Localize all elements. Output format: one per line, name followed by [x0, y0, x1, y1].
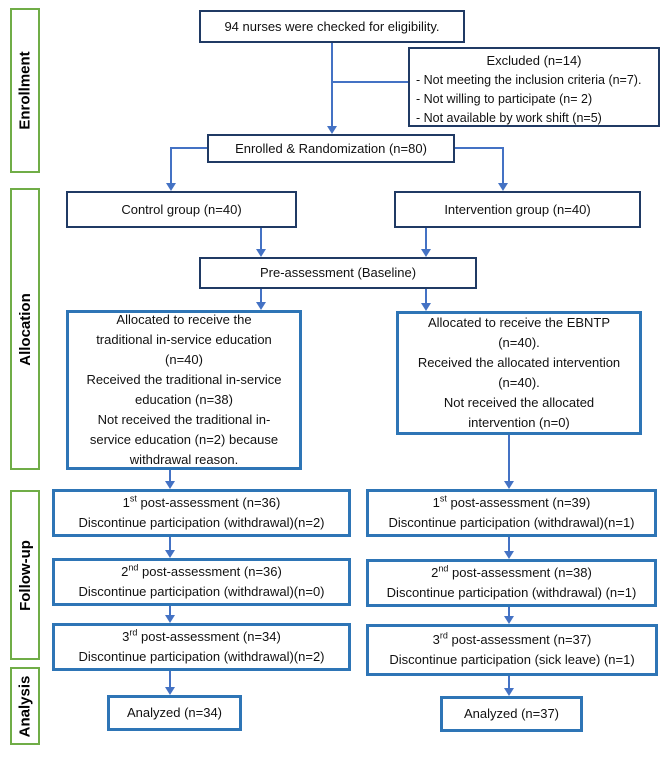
allocation-control-line: Allocated to receive the	[116, 312, 252, 327]
followup1-intervention-line1: 1st post-assessment (n=39)	[432, 493, 591, 510]
followup3-intervention-line2: Discontinue participation (sick leave) (…	[389, 652, 635, 667]
allocation-intervention-line: Allocated to receive the EBNTP	[427, 315, 611, 330]
stage-followup: Follow-up	[10, 490, 40, 660]
followup3-control-line2: Discontinue participation (withdrawal)(n…	[78, 649, 325, 664]
connector-pre-to-alloc-left	[260, 289, 262, 302]
arrowhead-control	[166, 183, 176, 191]
arrowhead-analyzed-right	[504, 688, 514, 696]
connector-control-to-pre	[260, 228, 262, 249]
connector-to-intervention	[502, 147, 504, 183]
connector-eligibility-to-enrolled	[331, 43, 333, 126]
allocation-intervention-box: Allocated to receive the EBNTP (n=40). R…	[396, 311, 642, 435]
followup2-control-line2: Discontinue participation (withdrawal)(n…	[78, 584, 325, 599]
followup1-intervention-line2: Discontinue participation (withdrawal)(n…	[388, 515, 635, 530]
stage-allocation-label: Allocation	[16, 292, 34, 366]
allocation-intervention-line: intervention (n=0)	[468, 415, 570, 430]
connector-to-excluded	[332, 81, 408, 83]
pre-assessment-box: Pre-assessment (Baseline)	[199, 257, 477, 289]
followup1-intervention-box: 1st post-assessment (n=39) Discontinue p…	[366, 489, 657, 537]
connector-alloc-to-fu1-right	[508, 435, 510, 481]
allocation-intervention-line: Not received the allocated	[443, 395, 595, 410]
enrolled-text: Enrolled & Randomization (n=80)	[235, 140, 427, 156]
allocation-intervention-line: (n=40).	[498, 375, 540, 390]
arrowhead-fu1-left	[165, 481, 175, 489]
arrowhead-pre-left	[256, 249, 266, 257]
stage-analysis-label: Analysis	[16, 675, 34, 737]
analyzed-control-text: Analyzed (n=34)	[126, 705, 223, 720]
allocation-control-line: (n=40)	[165, 352, 203, 367]
pre-assessment-text: Pre-assessment (Baseline)	[259, 265, 417, 280]
allocation-intervention-line: Received the allocated intervention	[417, 355, 621, 370]
followup3-control-box: 3rd post-assessment (n=34) Discontinue p…	[52, 623, 351, 671]
connector-pre-to-alloc-right	[425, 289, 427, 303]
excluded-item: - Not available by work shift (n=5)	[416, 111, 602, 125]
followup2-intervention-box: 2nd post-assessment (n=38) Discontinue p…	[366, 559, 657, 607]
eligibility-text: 94 nurses were checked for eligibility.	[224, 18, 440, 34]
followup2-control-box: 2nd post-assessment (n=36) Discontinue p…	[52, 558, 351, 606]
stage-enrollment-label: Enrollment	[16, 51, 34, 130]
allocation-control-line: withdrawal reason.	[129, 452, 239, 467]
allocation-control-box: Allocated to receive the traditional in-…	[66, 310, 302, 470]
arrowhead-fu3-right	[504, 616, 514, 624]
followup2-intervention-line2: Discontinue participation (withdrawal) (…	[386, 585, 637, 600]
connector-fu1-to-fu2-left	[169, 537, 171, 550]
excluded-box: Excluded (n=14) - Not meeting the inclus…	[408, 47, 660, 127]
arrowhead-fu1-right	[504, 481, 514, 489]
allocation-control-line: service education (n=2) because	[89, 432, 279, 447]
connector-alloc-to-fu1-left	[169, 470, 171, 481]
allocation-control-line: traditional in-service education	[96, 332, 272, 347]
analyzed-control-box: Analyzed (n=34)	[107, 695, 242, 731]
arrowhead-fu2-right	[504, 551, 514, 559]
connector-enrolled-left-branch	[171, 147, 207, 149]
connector-fu3-to-analyzed-right	[508, 676, 510, 688]
excluded-item: - Not willing to participate (n= 2)	[416, 92, 593, 106]
enrolled-box: Enrolled & Randomization (n=80)	[207, 134, 455, 163]
eligibility-box: 94 nurses were checked for eligibility.	[199, 10, 465, 43]
arrowhead-fu2-left	[165, 550, 175, 558]
connector-fu1-to-fu2-right	[508, 537, 510, 551]
connector-intervention-to-pre	[425, 228, 427, 249]
analyzed-intervention-text: Analyzed (n=37)	[463, 706, 560, 721]
followup1-control-line2: Discontinue participation (withdrawal)(n…	[78, 515, 325, 530]
excluded-title: Excluded (n=14)	[486, 53, 582, 68]
arrowhead-intervention	[498, 183, 508, 191]
excluded-item: - Not meeting the inclusion criteria (n=…	[416, 73, 642, 87]
intervention-group-text: Intervention group (n=40)	[444, 201, 591, 217]
followup3-intervention-line1: 3rd post-assessment (n=37)	[432, 630, 592, 647]
stage-allocation: Allocation	[10, 188, 40, 470]
connector-to-control	[170, 147, 172, 183]
followup1-control-line1: 1st post-assessment (n=36)	[122, 493, 281, 510]
stage-analysis: Analysis	[10, 667, 40, 745]
connector-fu2-to-fu3-right	[508, 607, 510, 616]
arrowhead-fu3-left	[165, 615, 175, 623]
arrowhead-pre-right	[421, 249, 431, 257]
followup3-control-line1: 3rd post-assessment (n=34)	[122, 627, 281, 644]
arrowhead-alloc-right	[421, 303, 431, 311]
stage-enrollment: Enrollment	[10, 8, 40, 173]
stage-followup-label: Follow-up	[16, 539, 34, 611]
control-group-box: Control group (n=40)	[66, 191, 297, 228]
allocation-intervention-line: (n=40).	[498, 335, 540, 350]
intervention-group-box: Intervention group (n=40)	[394, 191, 641, 228]
followup3-intervention-box: 3rd post-assessment (n=37) Discontinue p…	[366, 624, 658, 676]
arrowhead-analyzed-left	[165, 687, 175, 695]
connector-enrolled-right-branch	[455, 147, 503, 149]
connector-fu2-to-fu3-left	[169, 606, 171, 615]
connector-fu3-to-analyzed-left	[169, 671, 171, 687]
arrowhead-alloc-left	[256, 302, 266, 310]
control-group-text: Control group (n=40)	[121, 201, 242, 217]
allocation-control-line: education (n=38)	[135, 392, 233, 407]
arrowhead-enrolled	[327, 126, 337, 134]
followup1-control-box: 1st post-assessment (n=36) Discontinue p…	[52, 489, 351, 537]
allocation-control-line: Not received the traditional in-	[97, 412, 271, 427]
followup2-control-line1: 2nd post-assessment (n=36)	[121, 562, 282, 579]
analyzed-intervention-box: Analyzed (n=37)	[440, 696, 583, 732]
followup2-intervention-line1: 2nd post-assessment (n=38)	[431, 563, 592, 580]
allocation-control-line: Received the traditional in-service	[86, 372, 282, 387]
